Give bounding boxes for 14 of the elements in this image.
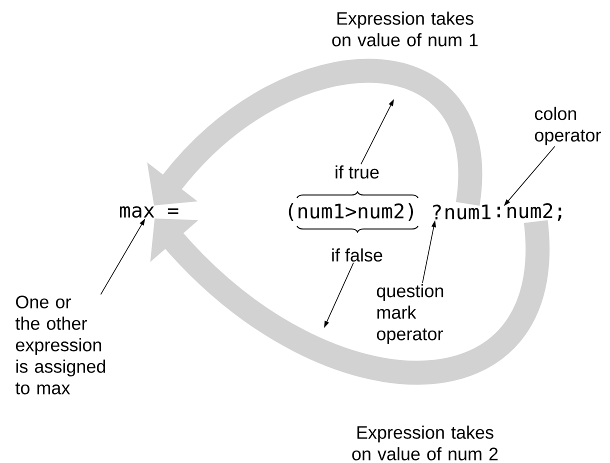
code-text: ? bbox=[433, 204, 441, 220]
annotation-text: One or the other expression is assigned to max bbox=[15, 296, 106, 394]
code-text: (num1>num2) bbox=[288, 203, 413, 221]
annotation-text: colon operator bbox=[534, 106, 601, 146]
annotation-text: if true bbox=[336, 165, 379, 179]
annotation-text: Expression takes on value of num 2 bbox=[352, 426, 498, 460]
code-text: num2; bbox=[508, 203, 562, 221]
code-text: : bbox=[497, 206, 500, 218]
curved-arrow bbox=[150, 218, 549, 384]
code-text: max = bbox=[120, 206, 178, 218]
annotation-text: if false bbox=[332, 248, 382, 262]
annotation-text: Expression takes on value of num 1 bbox=[332, 12, 478, 46]
annotation-text: question mark operator bbox=[376, 284, 444, 344]
code-text: num1 bbox=[446, 204, 490, 220]
